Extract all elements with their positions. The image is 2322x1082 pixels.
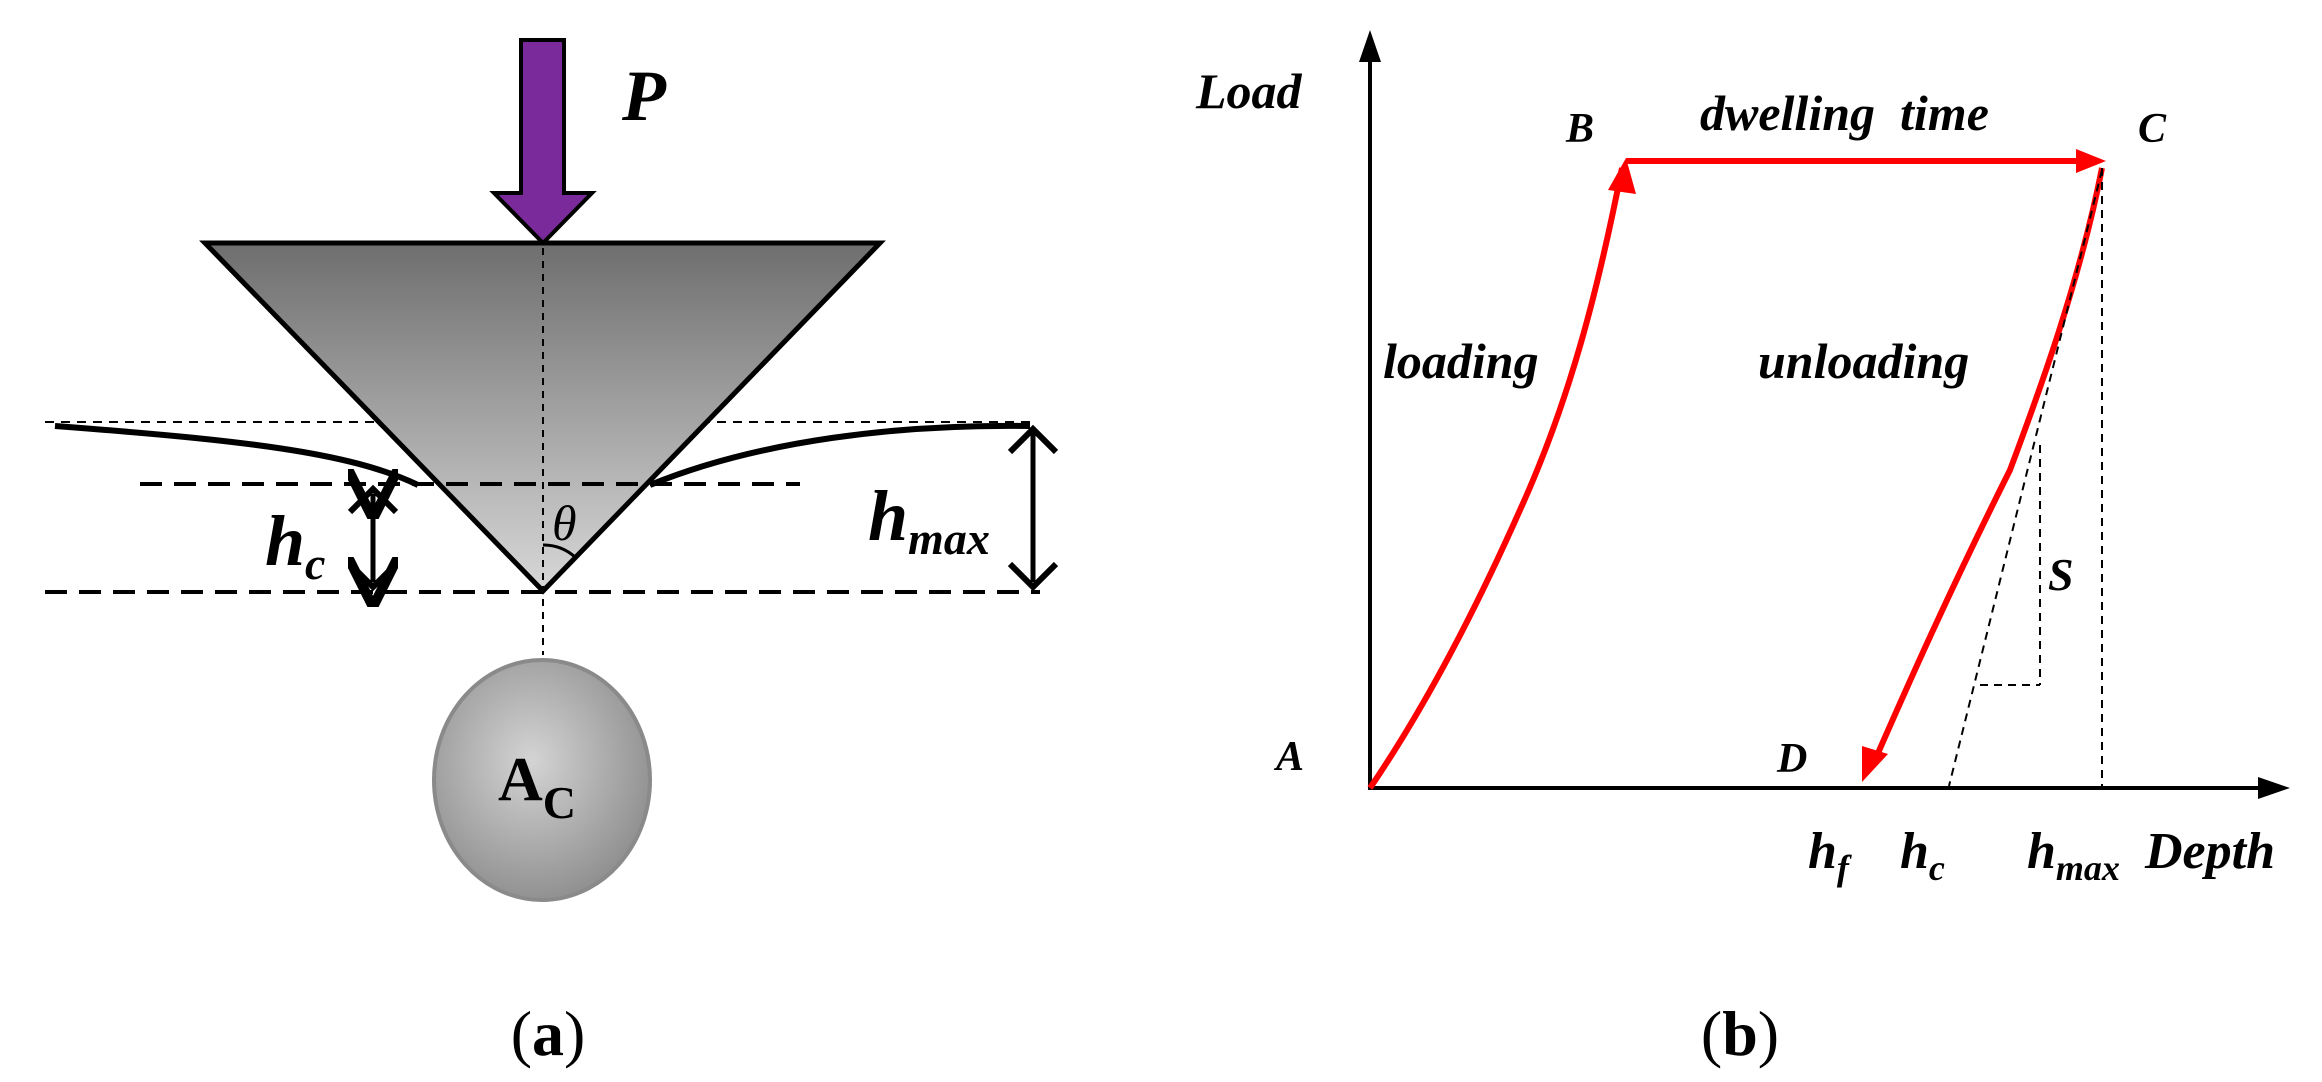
y-axis-label: Load: [1195, 63, 1303, 119]
point-a-label: A: [1273, 734, 1304, 780]
caption-b: (b): [1701, 998, 1779, 1069]
loading-curve: [1367, 167, 1625, 790]
contact-area-label: AC: [498, 746, 576, 828]
point-d-label: D: [1776, 736, 1807, 782]
x-axis-label: Depth: [2144, 823, 2275, 880]
hmax-arrow-head-bottom: [1007, 561, 1059, 592]
loading-arrowhead: [1608, 158, 1636, 194]
hf-label: hf: [1808, 823, 1852, 888]
force-arrow: [489, 38, 597, 246]
hc-arrow-head-top: [347, 484, 399, 515]
surface-profile-left: [54, 423, 420, 488]
loading-label: loading: [1383, 333, 1539, 389]
hc-tick-label: hc: [1900, 823, 1945, 888]
theta-label: θ: [552, 495, 577, 551]
hmax-label: hmax: [868, 476, 990, 564]
point-c-label: C: [2138, 106, 2167, 152]
tangent-line: [1948, 169, 2103, 787]
unloading-arrowhead: [1862, 746, 1888, 782]
panel-b: Load Depth A B C D dwelling time loading…: [1195, 30, 2290, 1069]
hc-label: hc: [265, 501, 325, 589]
unloading-curve: [1872, 167, 2105, 762]
hmax-arrow-head-top: [1007, 424, 1059, 455]
hmax-tick-label: hmax: [2027, 823, 2120, 888]
stiffness-label: S: [2048, 549, 2074, 600]
dwell-arrowhead: [2076, 149, 2106, 173]
caption-a: (a): [511, 998, 586, 1069]
hc-arrow-head-bottom: [347, 561, 399, 592]
x-axis-arrowhead: [2258, 777, 2290, 799]
theta-arc: [542, 543, 578, 560]
point-b-label: B: [1565, 106, 1594, 152]
unloading-label: unloading: [1758, 333, 1969, 389]
contact-area-circle: [432, 658, 652, 902]
dwell-label: dwelling time: [1700, 85, 1989, 141]
force-label: P: [621, 56, 667, 136]
y-axis-arrowhead: [1359, 30, 1381, 62]
surface-profile-right: [648, 422, 1031, 488]
panel-a: P θ hc hmax AC: [45, 38, 1059, 1069]
